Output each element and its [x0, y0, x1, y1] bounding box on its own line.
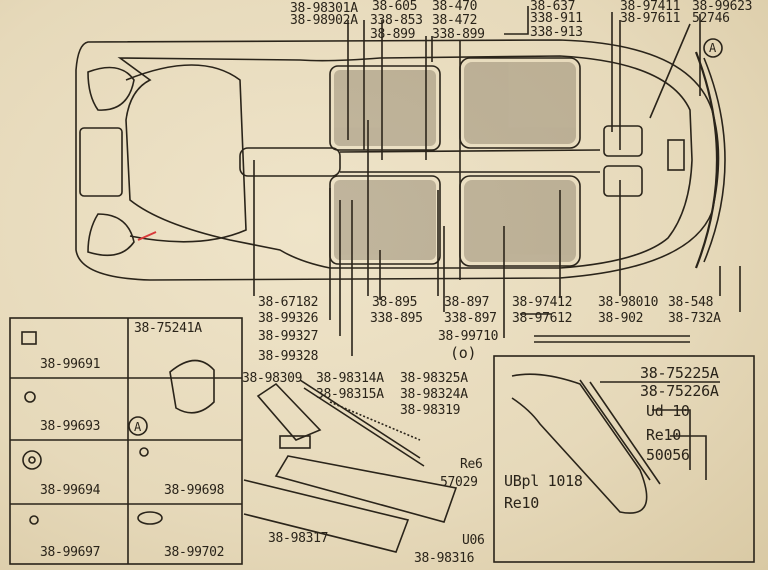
- part-38-98314a: 38-98314A: [316, 371, 384, 386]
- label-38-97611: 38-97611: [620, 11, 681, 26]
- part-38-99691: 38-99691: [40, 357, 101, 372]
- label-38-548: 38-548: [668, 295, 714, 310]
- label-338-899: 338-899: [432, 27, 485, 42]
- part-38-75241a: 38-75241A: [134, 321, 202, 336]
- body-inner: [117, 55, 693, 269]
- part-38-75226a: 38-75226A: [640, 382, 719, 400]
- label-38-895: 38-895: [372, 295, 418, 310]
- part-re10-b: Re10: [504, 494, 539, 512]
- label-38-899: 38-899: [370, 27, 416, 42]
- label-38-472: 38-472: [432, 13, 478, 28]
- part-38-98315a: 38-98315A: [316, 387, 384, 402]
- part-38-99694: 38-99694: [40, 483, 101, 498]
- part-ud10: Ud 10: [646, 402, 690, 420]
- label-338-911: 338-911: [530, 11, 583, 26]
- part-ubpl-1018: UBpl 1018: [504, 472, 583, 490]
- part-38-98325a: 38-98325A: [400, 371, 468, 386]
- part-38-98317: 38-98317: [268, 531, 329, 546]
- circle-a-marker: A: [709, 41, 716, 55]
- label-38-98010: 38-98010: [598, 295, 659, 310]
- label-38-97412: 38-97412: [512, 295, 573, 310]
- label-38-470: 38-470: [432, 0, 478, 14]
- part-re6: Re6: [460, 457, 483, 472]
- label-38-732a: 38-732A: [668, 311, 721, 326]
- part-38-98324a: 38-98324A: [400, 387, 468, 402]
- label-38-99326: 38-99326: [258, 311, 319, 326]
- label-38-897: 38-897: [444, 295, 490, 310]
- part-38-99693: 38-99693: [40, 419, 101, 434]
- label-38-98301a: 38-98301A: [290, 1, 358, 16]
- label-38-97612: 38-97612: [512, 311, 573, 326]
- label-338-853: 338-853: [370, 13, 423, 28]
- label-38-99328: 38-99328: [258, 349, 319, 364]
- part-re10-a: Re10: [646, 426, 681, 444]
- label-38-99710: 38-99710: [438, 329, 499, 344]
- label-338-895: 338-895: [370, 311, 423, 326]
- part-u06: U06: [462, 533, 485, 548]
- label-38-637: 38-637: [530, 0, 576, 14]
- part-57029: 57029: [440, 475, 478, 490]
- label-38-99327: 38-99327: [258, 329, 319, 344]
- circle-a-marker-grid: A: [134, 420, 141, 434]
- label-38-902: 38-902: [598, 311, 644, 326]
- label-38-605: 38-605: [372, 0, 418, 14]
- label-38-67182: 38-67182: [258, 295, 319, 310]
- label-38-99623: 38-99623: [692, 0, 753, 14]
- label-338-913: 338-913: [530, 25, 583, 40]
- part-38-98309: 38-98309: [242, 371, 303, 386]
- part-38-98316: 38-98316: [414, 551, 475, 566]
- part-38-98319: 38-98319: [400, 403, 461, 418]
- figure-marker: (о): [450, 344, 477, 362]
- label-38-97411: 38-97411: [620, 0, 681, 14]
- label-338-897: 338-897: [444, 311, 497, 326]
- label-52746: 52746: [692, 11, 730, 26]
- part-50056: 50056: [646, 446, 690, 464]
- part-38-75225a: 38-75225A: [640, 364, 719, 382]
- part-38-99698: 38-99698: [164, 483, 225, 498]
- part-38-99702: 38-99702: [164, 545, 225, 560]
- part-38-99697: 38-99697: [40, 545, 101, 560]
- body-outline: [75, 39, 720, 281]
- label-38-98902a: 38-98902A: [290, 13, 358, 28]
